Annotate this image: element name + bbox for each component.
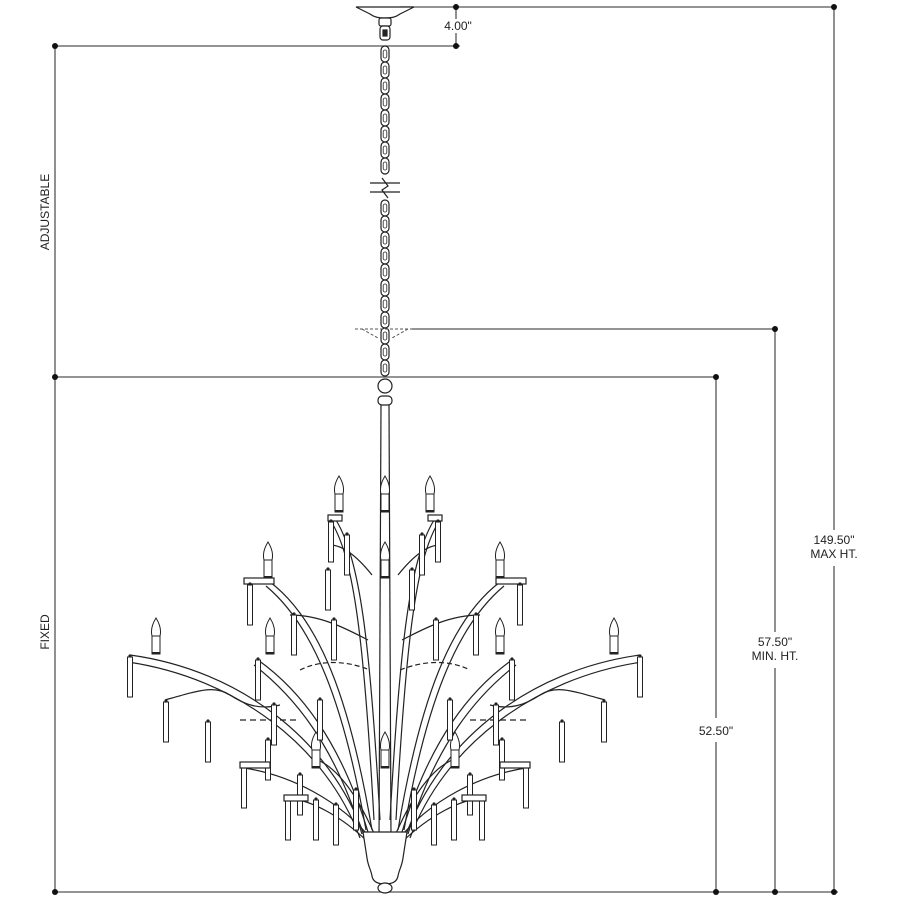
crossbars <box>239 761 531 802</box>
fixture-height-value: 52.50" <box>698 724 734 738</box>
min-height-value: 57.50" <box>757 635 793 649</box>
dimension-lines <box>54 6 838 893</box>
candles <box>150 475 620 769</box>
dimension-markers <box>52 4 837 895</box>
canopy-height-value: 4.00" <box>444 19 472 33</box>
canopy <box>355 6 415 41</box>
chain <box>380 45 390 377</box>
canopy-height-label: 4.00" <box>436 19 480 33</box>
chain-break-icon <box>370 177 400 199</box>
min-height-note: MIN. HT. <box>751 649 799 663</box>
ceiling-plate-min <box>355 328 412 339</box>
fixed-label: FIXED <box>38 605 52 659</box>
min-height-label: 57.50" MIN. HT. <box>740 635 810 663</box>
max-height-label: 149.50" MAX HT. <box>800 533 868 561</box>
adjustable-label: ADJUSTABLE <box>38 170 52 254</box>
max-height-value: 149.50" <box>813 533 855 547</box>
stem <box>377 378 393 841</box>
fixture-height-label: 52.50" <box>690 724 742 738</box>
max-height-note: MAX HT. <box>810 547 858 561</box>
bowl <box>362 831 408 894</box>
